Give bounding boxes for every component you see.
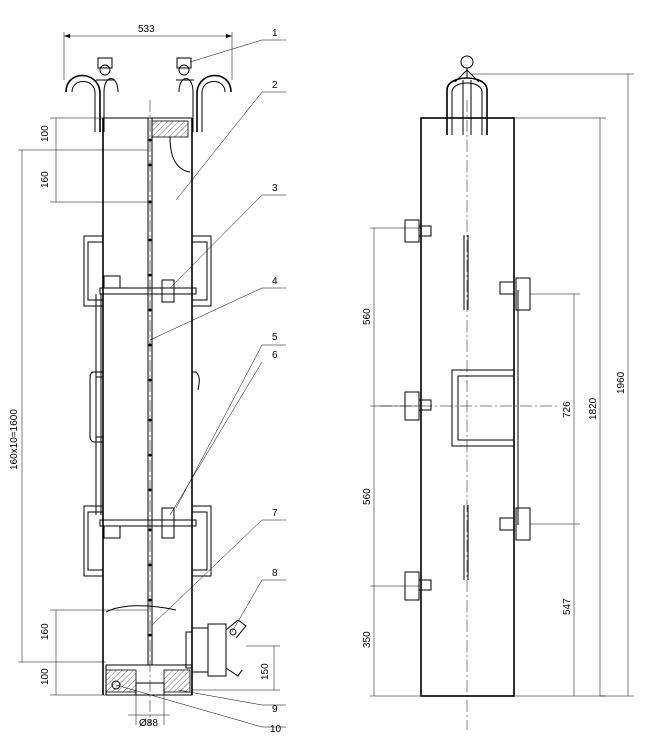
leader-lines: [115, 39, 286, 728]
dim-right-547: 547: [562, 598, 573, 615]
dim-top-100: 100: [40, 125, 51, 142]
balloon-6: 6: [272, 350, 278, 361]
middle-handle: [89, 371, 200, 443]
dim-outlet-150: 150: [260, 663, 271, 680]
dim-bottom-100: 100: [40, 668, 51, 685]
balloon-7: 7: [272, 508, 278, 519]
dim-right-1960: 1960: [616, 371, 627, 394]
side-lifting-hook: [446, 55, 488, 135]
dim-right-1820: 1820: [588, 397, 599, 420]
dim-bottom-160: 160: [40, 623, 51, 640]
side-view: 560 560 350 726 547 1820 1960: [362, 55, 634, 730]
balloon-10: 10: [270, 724, 282, 735]
balloon-9: 9: [272, 704, 278, 715]
balloon-8: 8: [272, 568, 278, 579]
balloon-1: 1: [272, 28, 278, 39]
dim-dia-88: Ø88: [139, 718, 158, 729]
lifting-hooks: [65, 57, 232, 132]
outlet-coupling: [185, 619, 247, 677]
dim-right-350: 350: [362, 631, 373, 648]
side-dimensions: [370, 73, 634, 697]
front-view: 533: [9, 24, 286, 735]
side-right-rail: [499, 277, 531, 541]
balloon-2: 2: [272, 80, 278, 91]
dim-top-160: 160: [40, 171, 51, 188]
column-body: [102, 100, 193, 725]
upper-bracket: [83, 235, 212, 515]
dim-right-560-bottom: 560: [362, 488, 373, 505]
left-dimensions: [18, 117, 280, 725]
dim-533-text: 533: [138, 24, 155, 35]
dim-spacing: 160x10=1600: [9, 409, 20, 470]
balloon-5: 5: [272, 332, 278, 343]
partition-rivets: [148, 138, 152, 637]
balloon-3: 3: [272, 183, 278, 194]
lower-bracket: [83, 505, 212, 577]
side-left-clamps: [404, 219, 432, 601]
balloon-4: 4: [272, 276, 278, 287]
dim-533: 533: [63, 24, 233, 80]
dim-right-726: 726: [562, 401, 573, 418]
dim-right-560-top: 560: [362, 308, 373, 325]
